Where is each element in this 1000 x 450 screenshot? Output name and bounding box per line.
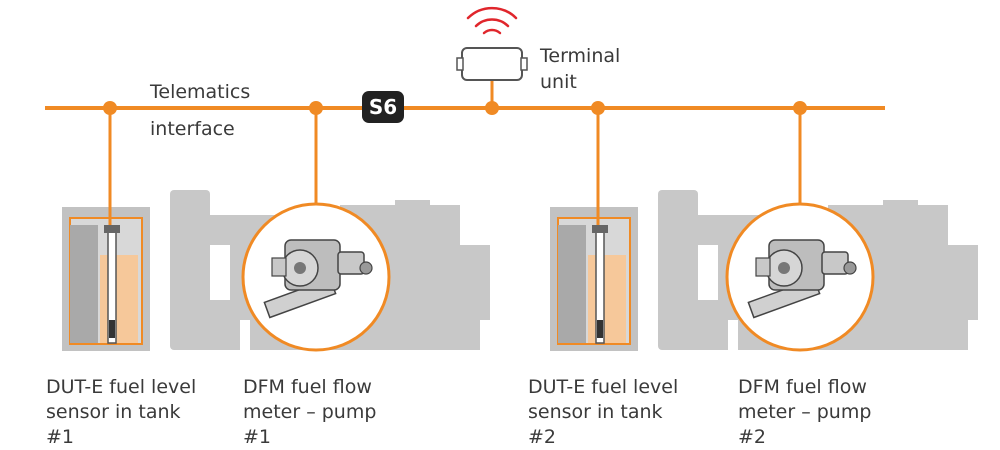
- caption-line: #2: [528, 426, 557, 448]
- bus-label-line2: interface: [150, 118, 235, 140]
- dfm-pump-1: [241, 202, 391, 352]
- caption-line: #2: [738, 426, 767, 448]
- dfm-pump-2: [725, 202, 875, 352]
- junction-dot: [793, 101, 807, 115]
- caption-line: sensor in tank: [46, 401, 181, 423]
- junction-dot: [103, 101, 117, 115]
- junction-dot: [485, 101, 499, 115]
- caption-line: DUT-E fuel level: [528, 376, 679, 398]
- caption-line: DFM fuel flow: [738, 376, 867, 398]
- caption-line: #1: [243, 426, 272, 448]
- terminal-unit-icon: [456, 47, 528, 81]
- caption-line: sensor in tank: [528, 401, 663, 423]
- bus-label-line1: Telematics: [150, 81, 251, 103]
- fuel-tank-2: [550, 207, 638, 351]
- caption-line: #1: [46, 426, 75, 448]
- caption-line: DFM fuel flow: [243, 376, 372, 398]
- s6-badge: S6: [362, 91, 404, 123]
- wifi-signal-icon: [466, 6, 518, 35]
- junction-dot: [591, 101, 605, 115]
- terminal-label-line1: Terminal: [540, 45, 621, 67]
- device-caption-dfm-2: DFM fuel flow meter – pump #2: [738, 375, 871, 450]
- caption-line: DUT-E fuel level: [46, 376, 197, 398]
- caption-line: meter – pump: [738, 401, 872, 423]
- caption-line: meter – pump: [243, 401, 377, 423]
- device-caption-dut-2: DUT-E fuel level sensor in tank #2: [528, 375, 678, 450]
- junction-dot: [309, 101, 323, 115]
- device-caption-dut-1: DUT-E fuel level sensor in tank #1: [46, 375, 196, 450]
- terminal-label-line2: unit: [540, 71, 577, 93]
- device-caption-dfm-1: DFM fuel flow meter – pump #1: [243, 375, 376, 450]
- s6-badge-text: S6: [369, 95, 397, 119]
- fuel-tank-1: [62, 207, 150, 351]
